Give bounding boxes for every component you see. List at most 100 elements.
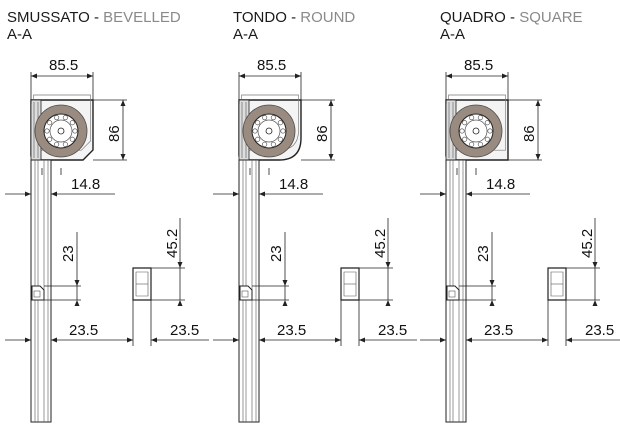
variant-header-bevelled: SMUSSATO - BEVELLED [7, 10, 181, 26]
roller-axle [265, 127, 273, 135]
dimension-label: 23.5 [69, 322, 98, 339]
dimension-rail-width: 23.5 [420, 300, 524, 346]
roller-spoke [469, 115, 475, 121]
dimension-arrow [489, 280, 495, 286]
roller-inner-ring [257, 119, 281, 143]
roller-spoke [484, 120, 490, 126]
dimension-label: 14.8 [486, 176, 515, 193]
dimension-label: 23 [60, 245, 77, 262]
guide-rail [30, 159, 62, 423]
roller-drum [449, 104, 503, 158]
bottom-bar-detail: 45.223.5 [109, 218, 209, 346]
dimension-arrow [328, 154, 334, 160]
dimension-arrow [233, 337, 239, 343]
dimension-arrow [466, 191, 472, 197]
dimension-label: 85.5 [464, 57, 493, 74]
roller-spoke [44, 128, 50, 134]
dimension-offset: 14.8 [213, 176, 323, 200]
variant-name: QUADRO [440, 9, 506, 26]
dimension-label: 86 [314, 125, 331, 142]
bottom-bar-inner [550, 271, 564, 297]
variant-english-name: BEVELLED [103, 9, 181, 26]
bottom-bar-detail: 45.223.5 [524, 218, 620, 346]
dimension-box-height: 86 [301, 99, 335, 161]
dimension-arrow [328, 100, 334, 106]
dimension-label: 23.5 [277, 322, 306, 339]
dimension-arrow [566, 337, 572, 343]
shutter-section-bevelled: 85.5 86 14.8 23 23.5 45.223.5 [5, 57, 209, 423]
dimension-arrow [489, 300, 495, 306]
roller-spoke [270, 141, 276, 147]
dimension-arrow [446, 73, 452, 79]
roller-spoke [47, 120, 53, 126]
dimension-arrow [25, 337, 31, 343]
dimension-arrow [25, 191, 31, 197]
dimension-box-width: 85.5 [30, 57, 94, 104]
variant-header-square: QUADRO - SQUARE [440, 10, 583, 26]
variant-name: SMUSSATO [7, 9, 90, 26]
roller-inner-ring [464, 119, 488, 143]
slat-profile-detail [33, 290, 41, 298]
dimension-arrow [151, 337, 157, 343]
slat-profile-detail [241, 290, 249, 298]
roller-spoke [280, 128, 286, 134]
dimension-box-height: 86 [508, 99, 542, 161]
dimension-slat-height: 23 [44, 232, 81, 306]
dimension-rail-width: 23.5 [213, 300, 317, 346]
dimension-arrow [359, 337, 365, 343]
dimension-arrow [282, 280, 288, 286]
dimension-label: 14.8 [279, 176, 308, 193]
dimension-arrow [233, 191, 239, 197]
dimension-arrow [127, 337, 133, 343]
roller-spoke [62, 115, 68, 121]
slat-profile [239, 285, 253, 301]
dimension-rail-width: 23.5 [5, 300, 109, 346]
dimension-label: 86 [106, 125, 123, 142]
dimension-arrow [440, 191, 446, 197]
section-label: A-A [440, 26, 466, 43]
variant-separator: - [89, 9, 104, 26]
dimension-arrow [535, 100, 541, 106]
roller-spoke [69, 136, 75, 142]
dimension-arrow [385, 300, 391, 306]
roller-spoke [255, 120, 261, 126]
dimension-label: 14.8 [71, 176, 100, 193]
roller-spoke [69, 120, 75, 126]
bottom-bar-detail: 45.223.5 [317, 218, 417, 346]
roller-inner-ring [49, 119, 73, 143]
dimension-label: 45.2 [164, 229, 181, 258]
roller-spoke [252, 128, 258, 134]
dimension-label: 45.2 [372, 229, 389, 258]
roller-spoke [477, 141, 483, 147]
dimension-arrow [259, 191, 265, 197]
dimension-arrow [592, 300, 598, 306]
dimension-arrow [87, 73, 93, 79]
roller-spoke [54, 141, 60, 147]
dimension-label: 23 [475, 245, 492, 262]
dimension-label: 86 [521, 125, 538, 142]
dimension-arrow [282, 300, 288, 306]
dimension-label: 85.5 [49, 57, 78, 74]
section-label: A-A [233, 26, 259, 43]
shutter-section-square: 85.5 86 14.8 23 23.5 45.223.5 [420, 57, 620, 423]
dimension-arrow [31, 73, 37, 79]
roller-spoke [462, 136, 468, 142]
dimension-arrow [120, 100, 126, 106]
dimension-label: 45.2 [579, 229, 596, 258]
slat-profile [31, 285, 45, 301]
dimension-box-height: 86 [93, 99, 127, 161]
dimension-box-width: 85.5 [445, 57, 509, 104]
variant-english-name: ROUND [300, 9, 356, 26]
bottom-bar-inner [343, 271, 357, 297]
roller-spoke [459, 128, 465, 134]
roller-drum [34, 104, 88, 158]
roller-spoke [255, 136, 261, 142]
roller-spoke [477, 115, 483, 121]
roller-spoke [262, 115, 268, 121]
dimension-slat-height: 23 [252, 232, 289, 306]
dimension-label: 23.5 [484, 322, 513, 339]
roller-spoke [487, 128, 493, 134]
dimension-arrow [239, 73, 245, 79]
